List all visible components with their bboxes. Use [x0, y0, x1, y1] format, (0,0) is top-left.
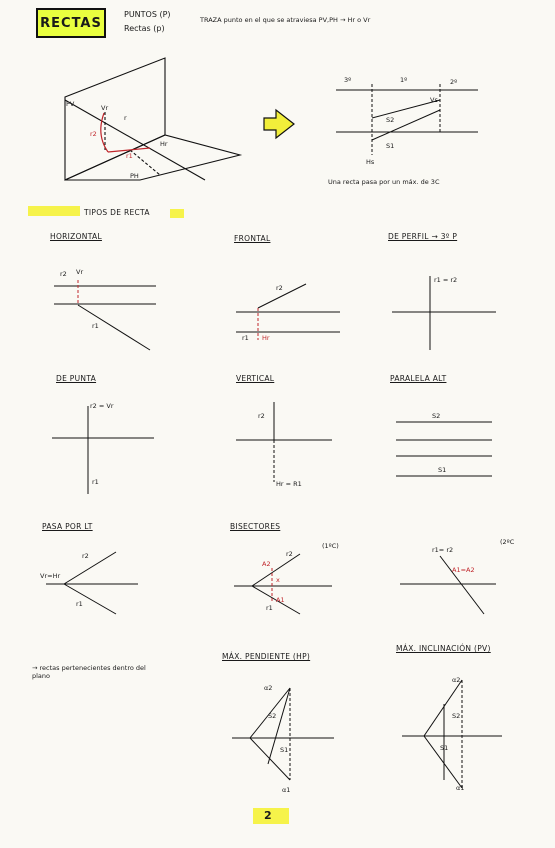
label-s2: S2 — [432, 412, 441, 420]
label-r1: r1 — [242, 334, 249, 342]
label-s2: S2 — [268, 712, 277, 720]
label-vr: Vr — [101, 104, 109, 112]
label-pv: PV — [66, 100, 75, 108]
title-paralela: PARALELA ALT — [390, 374, 447, 383]
label-s1: S1 — [280, 746, 289, 754]
title-vertical: VERTICAL — [236, 374, 275, 383]
title-punta: DE PUNTA — [56, 374, 97, 383]
title-pasa-lt: PASA POR LT — [42, 522, 93, 531]
label-r1r2: r1 = r2 — [434, 276, 458, 284]
right-quadrant-figure — [336, 84, 478, 155]
label-r2: r2 — [276, 284, 283, 292]
label-1c: (1ºC) — [322, 542, 339, 550]
diagram-horizontal — [54, 280, 156, 351]
label-alpha1: α1 — [456, 784, 465, 792]
label-s1: S1 — [438, 466, 447, 474]
label-hr: Hr — [262, 334, 270, 342]
main-red-projections — [100, 112, 151, 153]
label-r1r2: r1= r2 — [432, 546, 454, 554]
title-bisectores: BISECTORES — [230, 522, 281, 531]
label-r2vr: r2 = Vr — [90, 402, 114, 410]
diagram-max-inclinacion — [402, 679, 502, 789]
page-number-highlight — [253, 808, 289, 824]
title-max-inclinacion: MÁX. INCLINACIÓN (PV) — [396, 644, 491, 653]
label-2c: (2ºC — [500, 538, 515, 546]
label-s2: S2 — [452, 712, 461, 720]
highlight-bar — [170, 209, 184, 218]
main-3d-figure — [64, 57, 243, 181]
label-hr-r1: Hr = R1 — [276, 480, 302, 488]
label-alpha1: α1 — [282, 786, 291, 794]
diagram-bisectores — [234, 553, 332, 615]
label-alpha2: α2 — [264, 684, 273, 692]
label-hr: Hr — [160, 140, 168, 148]
label-r2: r2 — [286, 550, 293, 558]
title-perfil: DE PERFIL → 3º P — [388, 232, 458, 241]
label-r2: r2 — [60, 270, 67, 278]
label-r1: r1 — [92, 322, 99, 330]
label-q2: 2º — [450, 78, 458, 86]
label-s1: S1 — [440, 744, 449, 752]
title-max-pendiente: MÁX. PENDIENTE (HP) — [222, 652, 311, 661]
page-title: RECTAS — [36, 8, 106, 38]
label-r1: r1 — [126, 152, 133, 160]
label-r1: r1 — [76, 600, 83, 608]
label-a2: A2 — [262, 560, 271, 568]
label-x: x — [276, 576, 280, 584]
label-ph: PH — [130, 172, 139, 180]
section-title: TIPOS DE RECTA — [84, 208, 150, 217]
arrow-right-icon — [263, 108, 295, 140]
label-r2: r2 — [82, 552, 89, 560]
diagram-pasa-lt — [46, 551, 138, 615]
label-a1: A1 — [276, 596, 285, 604]
label-r1: r1 — [266, 604, 273, 612]
label-s2: S2 — [386, 116, 395, 124]
label-vs: Vs — [430, 96, 438, 104]
note-rectas: Rectas (p) — [124, 24, 165, 33]
highlight-bar — [28, 206, 80, 216]
title-horizontal: HORIZONTAL — [50, 232, 102, 241]
label-r: r — [124, 114, 127, 122]
label-r2: r2 — [90, 130, 97, 138]
caption-max-3c: Una recta pasa por un máx. de 3C — [328, 178, 440, 186]
label-vrhr: Vr=Hr — [40, 572, 61, 580]
label-hs: Hs — [366, 158, 375, 166]
label-q3: 3º — [344, 76, 352, 84]
label-r2: r2 — [258, 412, 265, 420]
note-traza: TRAZA punto en el que se atraviesa PV,PH… — [200, 16, 371, 24]
diagram-punta — [52, 406, 154, 494]
note-puntos: PUNTOS (P) — [124, 10, 171, 19]
diagram-frontal — [236, 283, 340, 340]
diagram-paralela — [396, 421, 492, 477]
title-frontal: FRONTAL — [234, 234, 271, 243]
diagram-bisectores-2 — [400, 555, 496, 615]
label-r1: r1 — [92, 478, 99, 486]
label-q1: 1º — [400, 76, 408, 84]
label-s1: S1 — [386, 142, 395, 150]
diagram-max-pendiente — [232, 687, 334, 781]
note-pertenecientes: → rectas pertenecientes dentro del plano — [32, 664, 146, 680]
page-number: 2 — [264, 809, 272, 822]
label-alpha2: α2 — [452, 676, 461, 684]
label-a1a2: A1=A2 — [452, 566, 475, 574]
diagram-perfil — [392, 276, 496, 350]
diagram-vertical — [236, 402, 332, 482]
label-vr: Vr — [76, 268, 84, 276]
